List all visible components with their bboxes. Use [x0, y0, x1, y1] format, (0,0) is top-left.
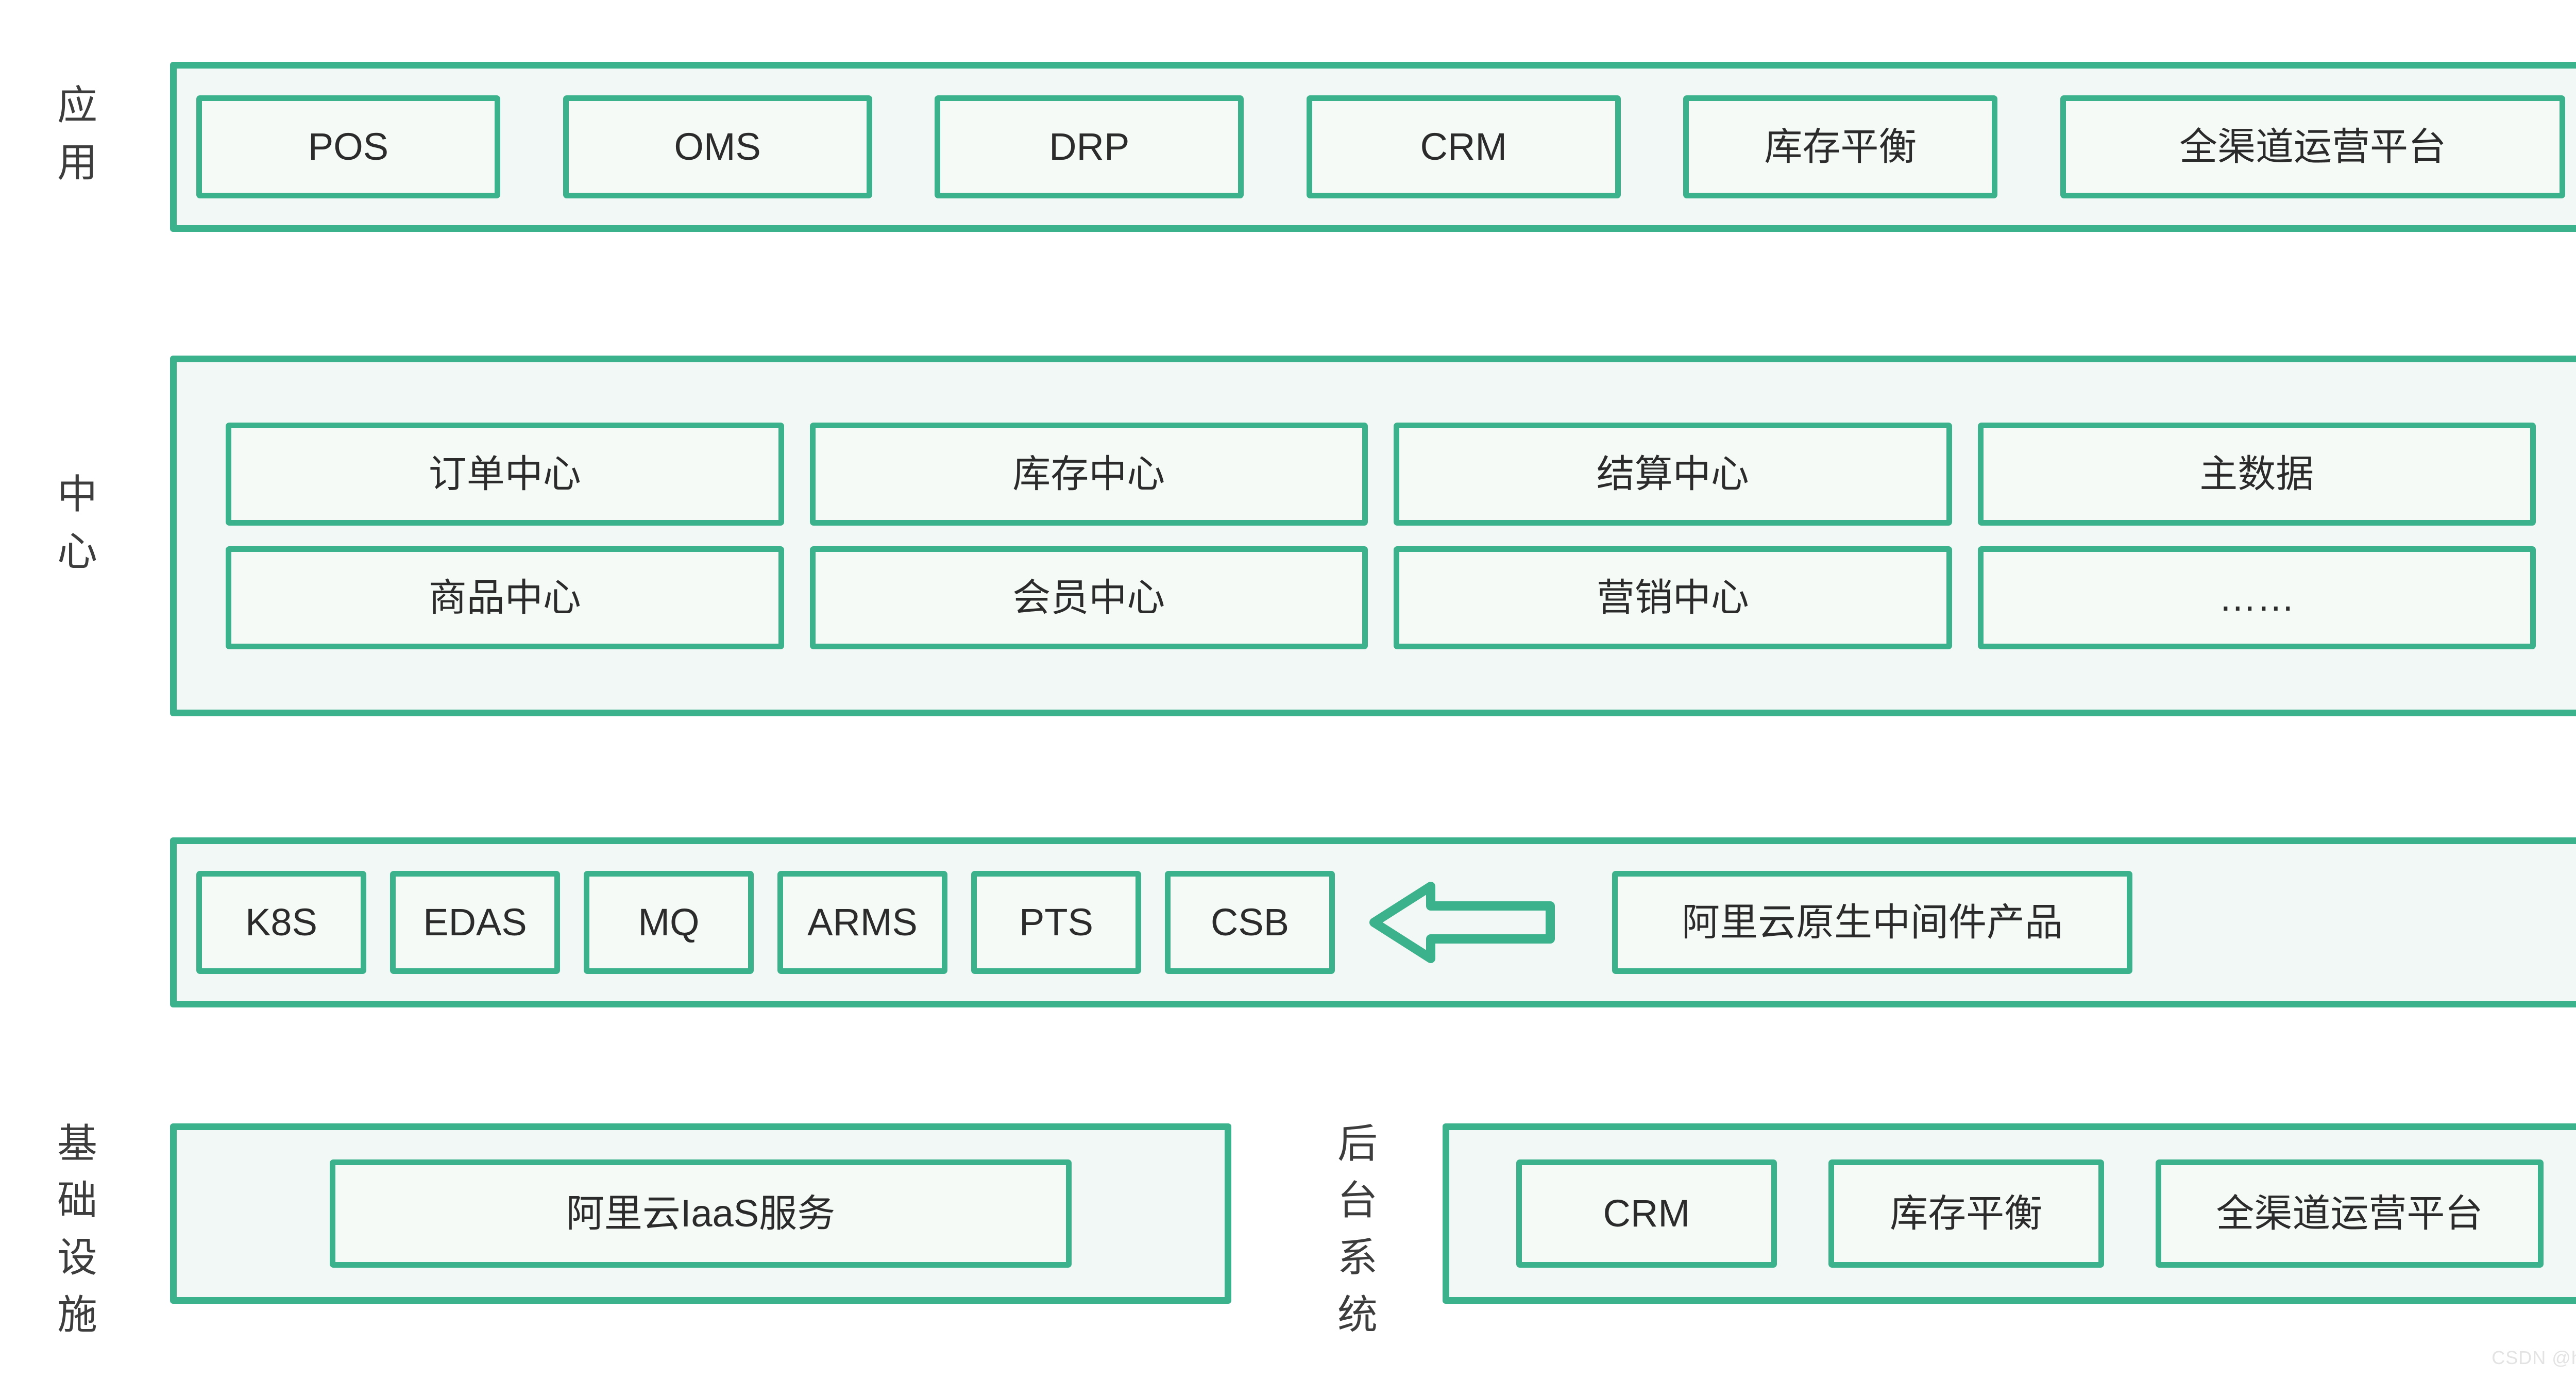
tier-label-char: 统 [1337, 1291, 1378, 1337]
app-node-oms[interactable]: OMS [563, 95, 872, 198]
center-node-ellipsis[interactable]: …… [1977, 546, 2536, 649]
tier-label-infrastructure: 基 础 设 施 [31, 1108, 124, 1350]
tier-label-backend-system: 后 台 系 统 [1311, 1108, 1404, 1350]
center-tier-panel: 订单中心 库存中心 结算中心 主数据 商品中心 会员中心 营销中心 …… [170, 356, 2576, 716]
tier-label-char: 用 [57, 140, 97, 185]
app-node-drp[interactable]: DRP [935, 95, 1244, 198]
tier-label-char: 心 [57, 529, 97, 574]
mw-node-arms[interactable]: ARMS [777, 871, 947, 974]
tier-label-application: 应 用 [31, 77, 124, 191]
center-node-product[interactable]: 商品中心 [226, 546, 784, 649]
tier-label-char: 础 [57, 1178, 97, 1223]
center-row: 订单中心 库存中心 结算中心 主数据 [226, 423, 2536, 526]
tier-label-char: 应 [57, 82, 97, 128]
mw-node-pts[interactable]: PTS [971, 871, 1141, 974]
tier-label-char: 中 [57, 472, 97, 517]
mw-node-csb[interactable]: CSB [1165, 871, 1335, 974]
center-node-settlement[interactable]: 结算中心 [1394, 423, 1952, 526]
app-node-crm[interactable]: CRM [1306, 95, 1621, 198]
tier-label-char: 系 [1337, 1235, 1378, 1280]
mw-node-mq[interactable]: MQ [584, 871, 754, 974]
watermark: CSDN @huaqianzkh [2492, 1347, 2576, 1368]
infrastructure-tier-panel: 阿里云IaaS服务 [170, 1123, 1231, 1304]
backend-system-tier-panel: CRM 库存平衡 全渠道运营平台 [1443, 1123, 2576, 1304]
middleware-tier-panel: K8S EDAS MQ ARMS PTS CSB 阿里云原生中间件产品 [170, 837, 2576, 1007]
tier-label-char: 施 [57, 1291, 97, 1337]
app-node-pos[interactable]: POS [196, 95, 500, 198]
center-node-member[interactable]: 会员中心 [809, 546, 1368, 649]
tier-label-char: 台 [1337, 1178, 1378, 1223]
mw-node-edas[interactable]: EDAS [390, 871, 560, 974]
tier-label-center: 中 心 [31, 466, 124, 580]
center-row: 商品中心 会员中心 营销中心 …… [226, 546, 2536, 649]
app-node-inventory-balance[interactable]: 库存平衡 [1683, 95, 1998, 198]
mw-callout-alibaba-cloud-middleware[interactable]: 阿里云原生中间件产品 [1612, 871, 2132, 974]
backend-node-inventory-balance[interactable]: 库存平衡 [1828, 1159, 2104, 1268]
mw-node-k8s[interactable]: K8S [196, 871, 366, 974]
tier-label-char: 设 [57, 1235, 97, 1280]
center-node-master-data[interactable]: 主数据 [1977, 423, 2536, 526]
backend-node-omnichannel-platform[interactable]: 全渠道运营平台 [2155, 1159, 2544, 1268]
backend-node-crm[interactable]: CRM [1516, 1159, 1777, 1268]
center-node-marketing[interactable]: 营销中心 [1394, 546, 1952, 649]
left-arrow-icon [1359, 871, 1565, 974]
tier-label-char: 后 [1337, 1120, 1378, 1166]
tier-label-char: 基 [57, 1120, 97, 1166]
center-node-order[interactable]: 订单中心 [226, 423, 784, 526]
app-node-omnichannel-platform[interactable]: 全渠道运营平台 [2060, 95, 2565, 198]
infra-node-alibaba-cloud-iaas[interactable]: 阿里云IaaS服务 [330, 1159, 1072, 1268]
application-tier-panel: POS OMS DRP CRM 库存平衡 全渠道运营平台 [170, 62, 2576, 232]
center-node-inventory[interactable]: 库存中心 [809, 423, 1368, 526]
